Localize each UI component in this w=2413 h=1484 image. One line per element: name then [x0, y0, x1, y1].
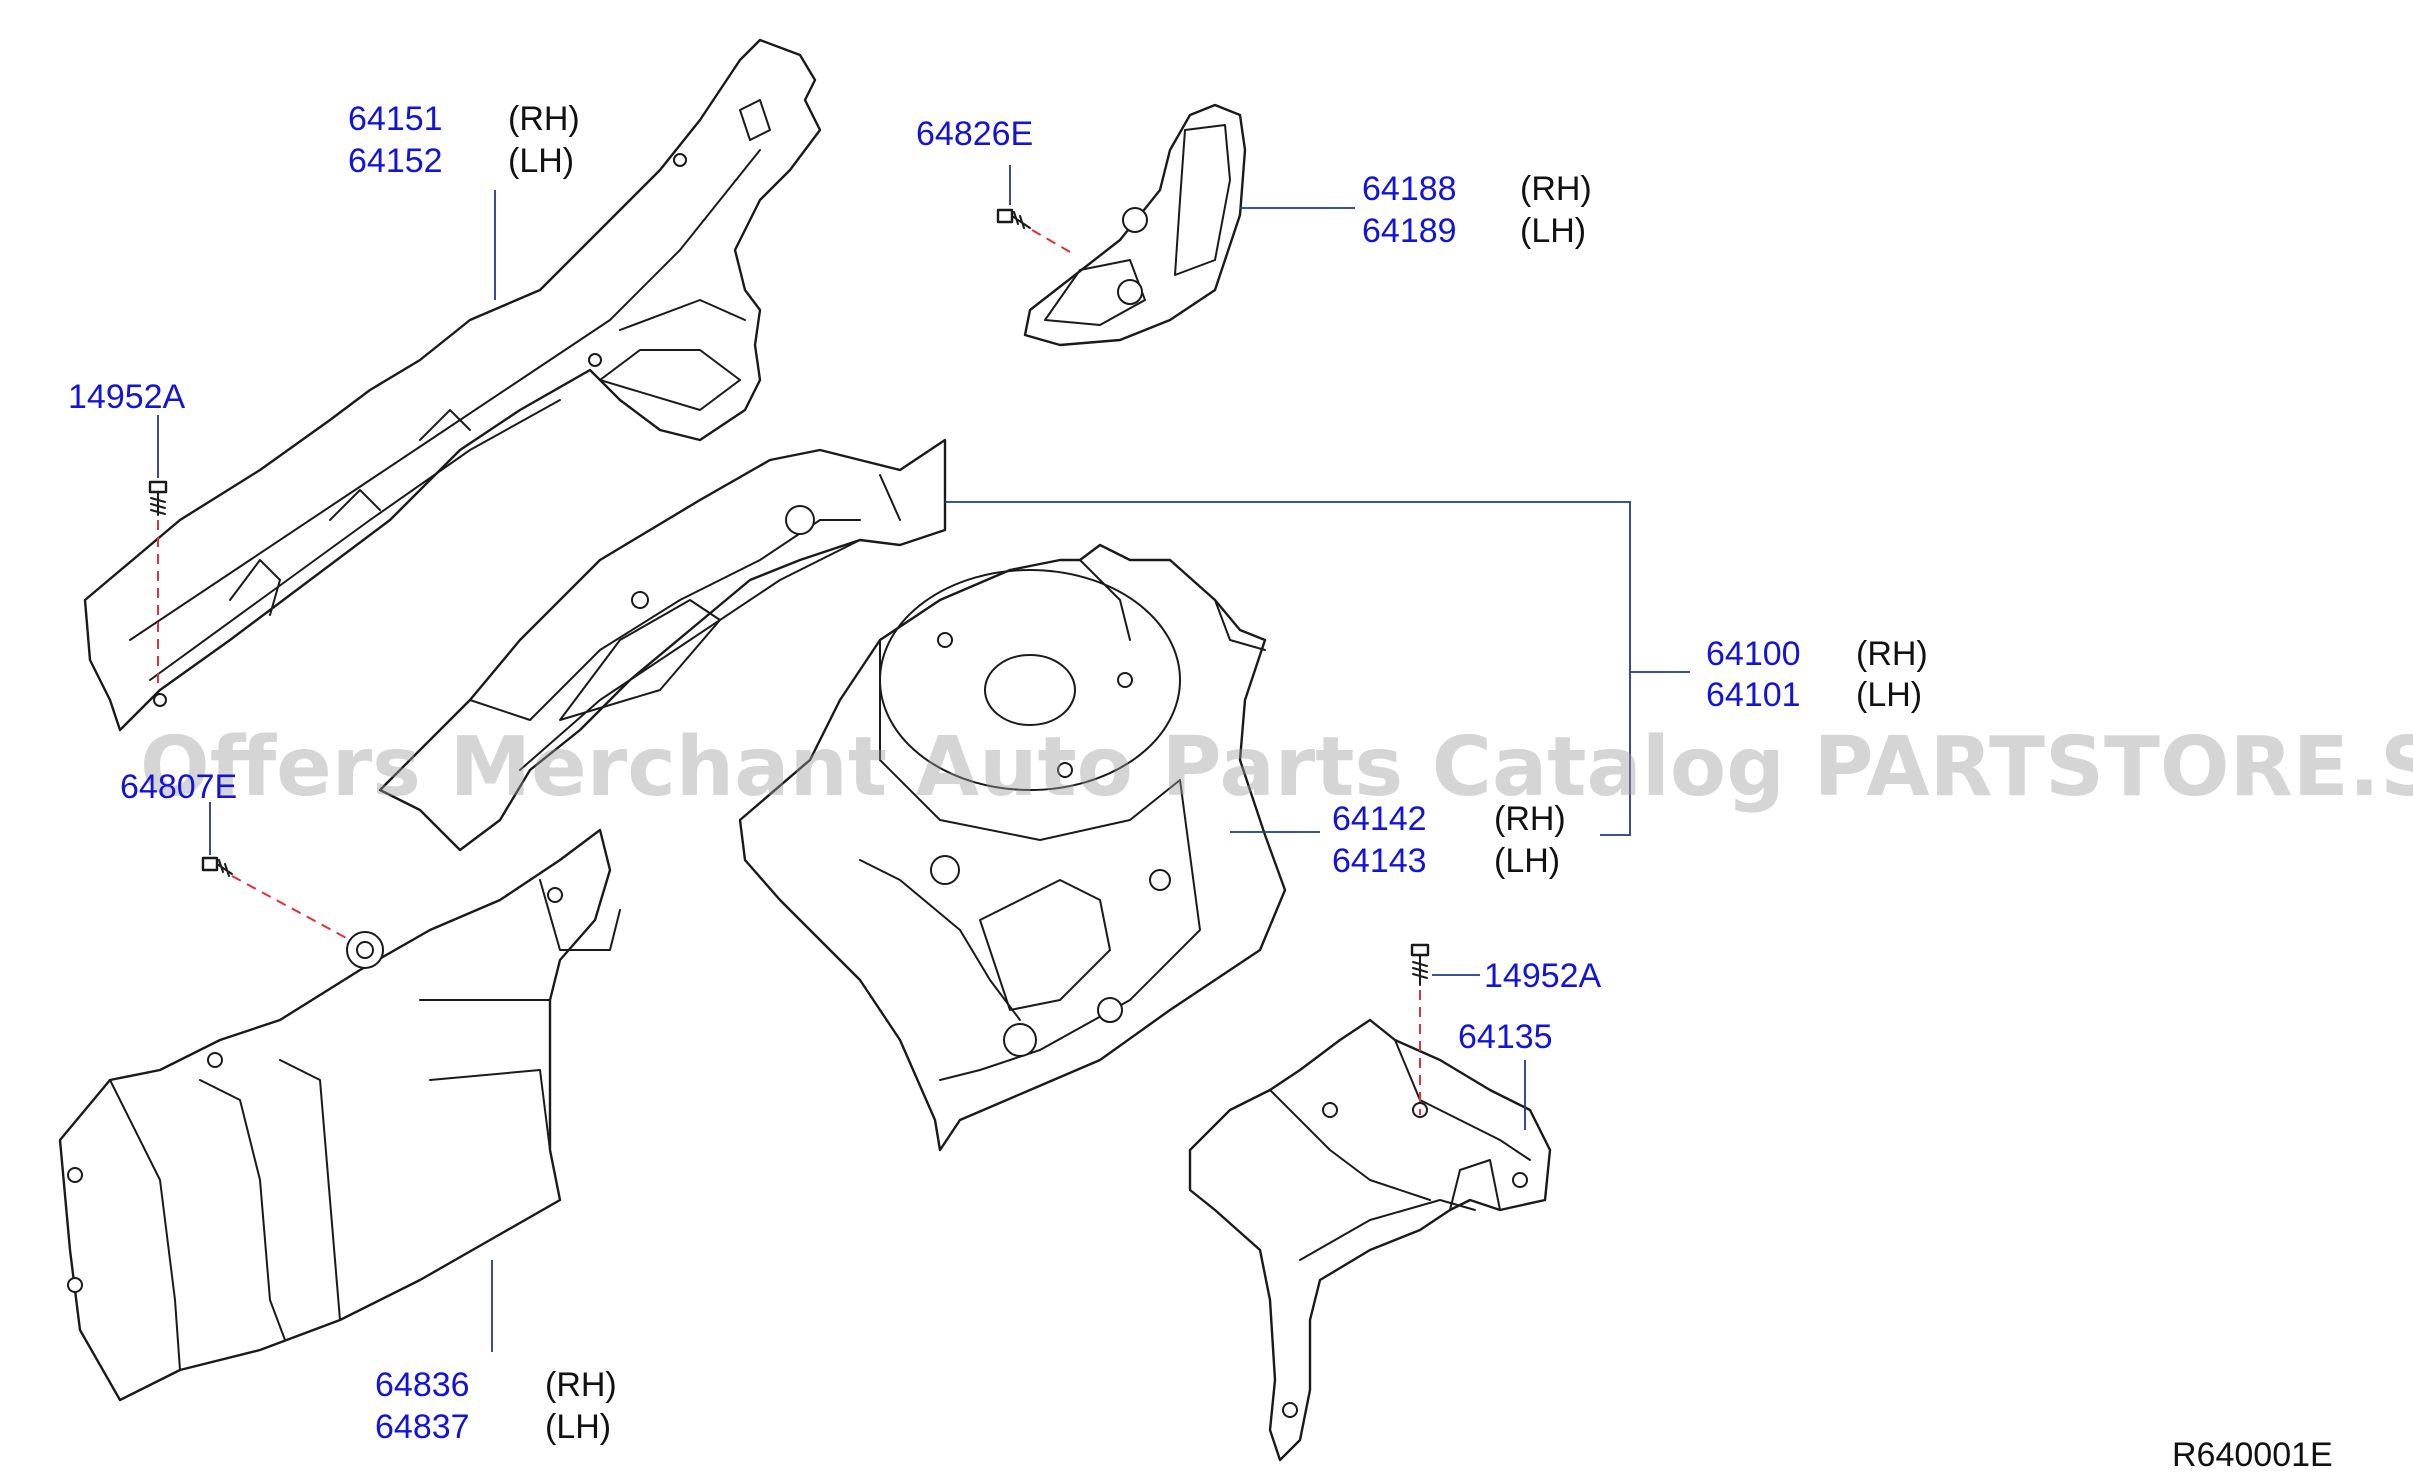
- label-64807e: 64807E: [120, 768, 237, 806]
- label-64836: 64836: [375, 1366, 470, 1404]
- label-rh: (RH): [545, 1366, 617, 1404]
- hoodledge-upper-rail: [83, 38, 822, 732]
- label-64142: 64142: [1332, 800, 1427, 838]
- label-lh: (LH): [508, 142, 574, 180]
- label-rh: (RH): [1494, 800, 1566, 838]
- label-64143: 64143: [1332, 842, 1427, 880]
- screw-64807e: [201, 856, 233, 877]
- splash-shield: [58, 828, 621, 1402]
- label-lh: (LH): [1520, 212, 1586, 250]
- watermark: Offers Merchant Auto Parts Catalog PARTS…: [140, 720, 2413, 815]
- hoodledge-gusset: [1023, 103, 1247, 347]
- label-14952a-left: 14952A: [68, 378, 186, 416]
- label-rh: (RH): [1856, 635, 1928, 673]
- bracket-64135: [1188, 1018, 1552, 1462]
- label-64188: 64188: [1362, 170, 1457, 208]
- label-lh: (LH): [1856, 676, 1922, 714]
- axis-64807e: [231, 875, 351, 941]
- label-64189: 64189: [1362, 212, 1457, 250]
- strut-tower: [738, 543, 1287, 1152]
- bolt-14952a-left: [148, 480, 168, 516]
- label-64101: 64101: [1706, 676, 1801, 714]
- label-rh: (RH): [1520, 170, 1592, 208]
- label-64837: 64837: [375, 1408, 470, 1446]
- label-64152: 64152: [348, 142, 443, 180]
- label-64151: 64151: [348, 100, 443, 138]
- wheelhouse-panel: [378, 438, 947, 852]
- leader-64100: [945, 501, 1690, 836]
- label-64135: 64135: [1458, 1018, 1553, 1056]
- label-lh: (LH): [545, 1408, 611, 1446]
- label-14952a-right: 14952A: [1484, 957, 1602, 995]
- diagram-code: R640001E: [2172, 1436, 2333, 1474]
- screw-64826e: [996, 208, 1031, 229]
- label-rh: (RH): [508, 100, 580, 138]
- label-64100: 64100: [1706, 635, 1801, 673]
- axis-64826e: [1031, 229, 1071, 253]
- label-64826e: 64826E: [916, 115, 1033, 153]
- label-lh: (LH): [1494, 842, 1560, 880]
- bolt-14952a-right: [1410, 943, 1430, 986]
